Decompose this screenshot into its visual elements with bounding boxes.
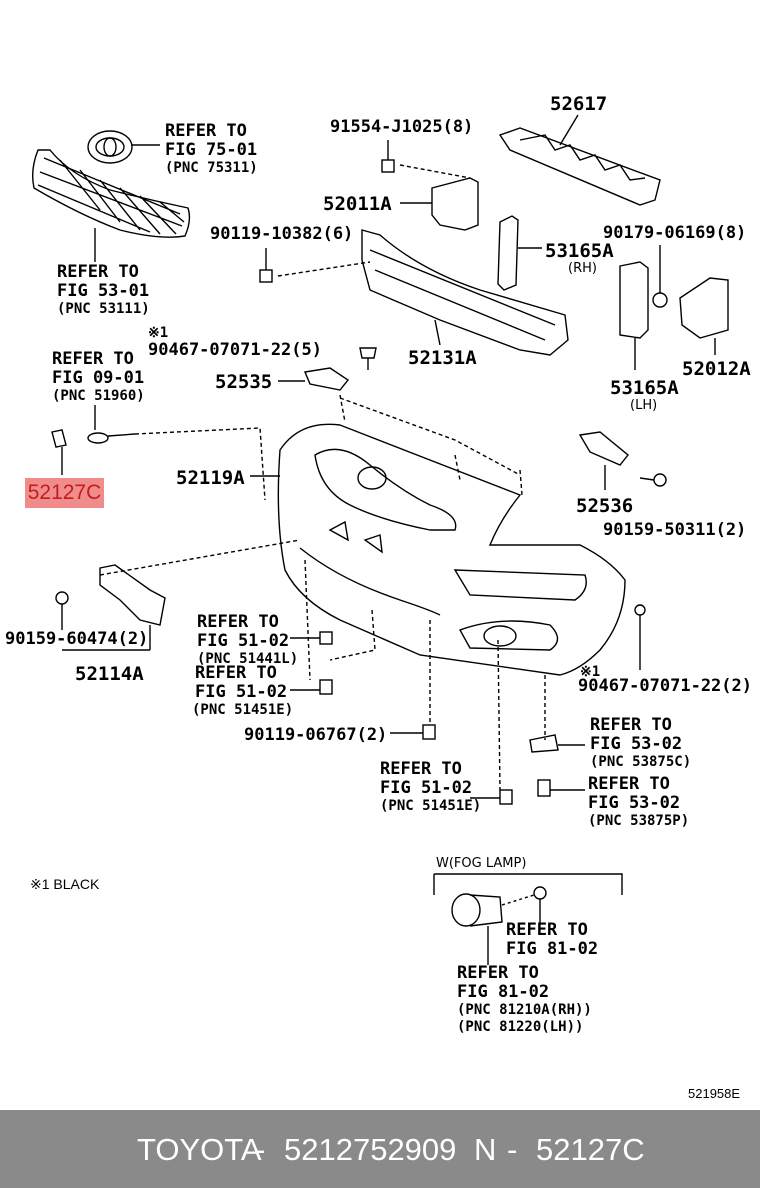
label-52012a: 52012A xyxy=(682,358,751,380)
highlight-box xyxy=(25,478,104,508)
refer-81b-fig: FIG 81-02 xyxy=(457,982,549,1002)
label-90467-a: 90467-07071-22(5) xyxy=(148,340,322,360)
label-90159-b: 90159-60474(2) xyxy=(5,629,148,649)
callout-labels: 52617 91554-J1025(8) 52011A 90119-10382(… xyxy=(5,93,752,1035)
footer-bar: TOYOTA - 5212752909 N - 52127C xyxy=(0,1110,760,1188)
side-support-rh-drawing xyxy=(497,215,542,291)
emblem-drawing xyxy=(87,130,160,164)
refer-09-pnc: (PNC 51960) xyxy=(52,388,145,404)
refer-81b-pnc-lh: (PNC 81220(LH)) xyxy=(457,1019,583,1035)
refer-53c-title: REFER TO xyxy=(590,715,672,735)
refer-53p-title: REFER TO xyxy=(588,774,670,794)
refer-53c-pnc: (PNC 53875C) xyxy=(590,754,691,770)
label-90159-a: 90159-50311(2) xyxy=(603,520,746,540)
refer-75-fig: FIG 75-01 xyxy=(165,140,257,160)
footer-part-number: 5212752909 xyxy=(284,1132,457,1167)
side-support-lh-drawing xyxy=(619,261,649,370)
refer-53c-fig: FIG 53-02 xyxy=(590,734,682,754)
footer-brand: TOYOTA xyxy=(137,1132,262,1167)
bracket-52536-drawing xyxy=(578,431,667,490)
label-52114a: 52114A xyxy=(75,663,144,685)
refer-53p-fig: FIG 53-02 xyxy=(588,793,680,813)
label-90179: 90179-06169(8) xyxy=(603,223,746,243)
refer-53-pnc: (PNC 53111) xyxy=(57,301,150,317)
label-52536: 52536 xyxy=(576,495,633,517)
retainer-52011a-drawing xyxy=(400,177,479,231)
refer-75-title: REFER TO xyxy=(165,121,247,141)
refer-09-fig: FIG 09-01 xyxy=(52,368,144,388)
refer-51b-fig: FIG 51-02 xyxy=(195,682,287,702)
note-black: ※1 BLACK xyxy=(30,876,100,892)
bracket-52114a-drawing xyxy=(55,539,301,651)
label-52535: 52535 xyxy=(215,371,272,393)
refer-81a-title: REFER TO xyxy=(506,920,588,940)
retainer-52012a-drawing xyxy=(679,277,729,355)
label-90119-b: 90119-06767(2) xyxy=(244,725,387,745)
highlighted-part-number[interactable]: 52127C xyxy=(27,481,102,504)
clip-top-drawing xyxy=(359,347,377,370)
part-52127c-drawing xyxy=(51,405,266,501)
label-91554: 91554-J1025(8) xyxy=(330,117,473,137)
refer-75-pnc: (PNC 75311) xyxy=(165,160,258,176)
refer-51b-title: REFER TO xyxy=(195,663,277,683)
label-90467-b: 90467-07071-22(2) xyxy=(578,676,752,696)
label-mark1-b: ※1 xyxy=(580,664,600,680)
label-90119-a: 90119-10382(6) xyxy=(210,224,353,244)
footer-n-label: N xyxy=(474,1132,497,1167)
label-53165a-lh: 53165A xyxy=(610,377,679,399)
refer-51a-fig: FIG 51-02 xyxy=(197,631,289,651)
diagram-drawing: 52617 91554-J1025(8) 52011A 90119-10382(… xyxy=(5,93,752,1035)
refer-81a-fig: FIG 81-02 xyxy=(506,939,598,959)
bracket-52535-drawing xyxy=(278,367,350,391)
refer-81b-pnc-rh: (PNC 81210A(RH)) xyxy=(457,1002,592,1018)
refer-51b-pnc: (PNC 51451E) xyxy=(192,702,293,718)
label-52131a: 52131A xyxy=(408,347,477,369)
footer-pnc: 52127C xyxy=(536,1132,645,1167)
label-mark1-a: ※1 xyxy=(148,325,168,341)
bracket-52617-drawing xyxy=(498,114,661,206)
label-52011a: 52011A xyxy=(323,193,392,215)
refer-51c-title: REFER TO xyxy=(380,759,462,779)
label-52119a: 52119A xyxy=(176,467,245,489)
footer-separator: - xyxy=(255,1132,266,1167)
refer-53-title: REFER TO xyxy=(57,262,139,282)
parts-diagram: 52617 91554-J1025(8) 52011A 90119-10382(… xyxy=(5,93,752,1035)
refer-51a-pnc: (PNC 51441L) xyxy=(197,651,298,667)
grille-drawing xyxy=(31,149,191,262)
label-53165a-rh: 53165A xyxy=(545,240,614,262)
refer-81b-title: REFER TO xyxy=(457,963,539,983)
reinforcement-drawing xyxy=(361,229,569,356)
refer-53-fig: FIG 53-01 xyxy=(57,281,149,301)
bolts-top-drawing xyxy=(259,140,668,308)
lower-fasteners-drawing xyxy=(290,559,646,805)
fog-lamp-label: W(FOG LAMP) xyxy=(436,856,526,871)
label-rh: (RH) xyxy=(568,261,597,276)
refer-53p-pnc: (PNC 53875P) xyxy=(588,813,689,829)
refer-09-title: REFER TO xyxy=(52,349,134,369)
label-lh: (LH) xyxy=(630,398,657,413)
refer-51a-title: REFER TO xyxy=(197,612,279,632)
drawing-code: 521958E xyxy=(688,1086,741,1101)
label-52617: 52617 xyxy=(550,93,607,115)
refer-51c-pnc: (PNC 51451E) xyxy=(380,798,481,814)
refer-51c-fig: FIG 51-02 xyxy=(380,778,472,798)
footer-separator: - xyxy=(507,1132,518,1167)
fog-lamp-drawing xyxy=(433,873,623,965)
bumper-cover-drawing xyxy=(250,394,626,676)
